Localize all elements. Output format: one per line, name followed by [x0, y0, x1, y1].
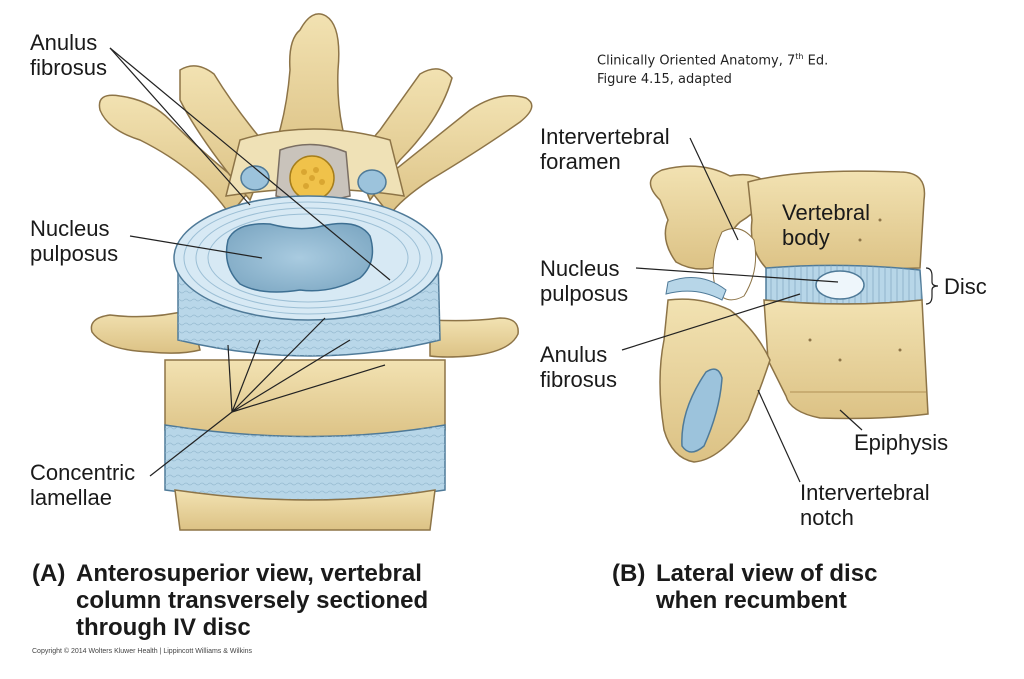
source-line1-sup: th [795, 52, 804, 61]
label-nucleus-line1: Nucleus [30, 216, 110, 241]
right-lower-process [429, 317, 519, 358]
label-nucleus-pulposus-b: Nucleus pulposus [540, 256, 628, 306]
caption-a-line3: through IV disc [76, 614, 251, 641]
caption-a-line2: column transversely sectioned [76, 587, 429, 614]
label-foramen-line1: Intervertebral [540, 124, 670, 149]
label-anulus-b-line1: Anulus [540, 342, 608, 367]
label-nucleus-pulposus-a: Nucleus pulposus [30, 216, 118, 266]
label-lamellae-line1: Concentric [30, 460, 136, 485]
label-body-line2: body [782, 225, 830, 250]
leader-lines-b [621, 137, 939, 483]
label-disc: Disc [944, 274, 987, 299]
nucleus-pulposus-a [225, 222, 374, 293]
label-notch-line1: Intervertebral [800, 480, 930, 505]
left-transverse-process [98, 94, 252, 217]
facet-joint [681, 368, 723, 453]
caption-a: (A) Anterosuperior view, vertebral colum… [32, 560, 428, 641]
label-intervertebral-foramen: Intervertebral foramen [540, 124, 670, 174]
copyright: Copyright © 2014 Wolters Kluwer Health |… [32, 648, 253, 655]
right-foramen-vessel [357, 169, 387, 195]
label-anulus-line2: fibrosus [30, 55, 108, 80]
upper-vertebral-body [747, 170, 926, 273]
label-nucleus-line2: pulposus [30, 241, 119, 266]
vertebra-a [90, 13, 533, 531]
label-concentric-lamellae: Concentric lamellae [30, 460, 135, 510]
label-intervertebral-notch: Intervertebral notch [800, 480, 930, 530]
lower-vertebral-body [164, 359, 446, 441]
vertebra-b [649, 165, 929, 463]
right-transverse-process [368, 95, 533, 217]
label-notch-line2: notch [800, 505, 854, 530]
left-foramen-vessel [240, 165, 270, 191]
leader-lines-a [109, 47, 391, 477]
label-nucleus-b-line2: pulposus [540, 281, 629, 306]
source-line2: Figure 4.15, adapted [597, 72, 732, 88]
left-lower-process [90, 309, 201, 354]
caption-a-line1: Anterosuperior view, vertebral [76, 560, 422, 587]
lowest-vertebral-body [174, 489, 436, 531]
nucleus-pulposus-b [815, 270, 865, 300]
caption-b: (B) Lateral view of disc when recumbent [612, 560, 877, 614]
label-anulus-fibrosus-b: Anulus fibrosus [540, 342, 617, 392]
label-foramen-line2: foramen [540, 149, 621, 174]
label-vertebral-body: Vertebral body [782, 200, 870, 250]
label-anulus-line1: Anulus [30, 30, 98, 55]
label-epiphysis: Epiphysis [854, 430, 949, 455]
source-line1-text: Clinically Oriented Anatomy, 7 [597, 53, 796, 69]
label-body-line1: Vertebral [782, 200, 871, 225]
caption-a-letter: (A) [32, 560, 66, 587]
source-citation: Clinically Oriented Anatomy, 7th Ed. Fig… [597, 47, 828, 89]
caption-b-line1: Lateral view of disc [656, 560, 878, 587]
label-anulus-b-line2: fibrosus [540, 367, 618, 392]
caption-b-line2: when recumbent [656, 587, 847, 614]
label-anulus-fibrosus-a: Anulus fibrosus [30, 30, 107, 80]
source-line1-end: Ed. [803, 53, 829, 69]
label-nucleus-b-line1: Nucleus [540, 256, 620, 281]
caption-b-letter: (B) [612, 560, 646, 587]
label-lamellae-line2: lamellae [30, 485, 112, 510]
lower-vertebral-body-b [763, 299, 929, 420]
